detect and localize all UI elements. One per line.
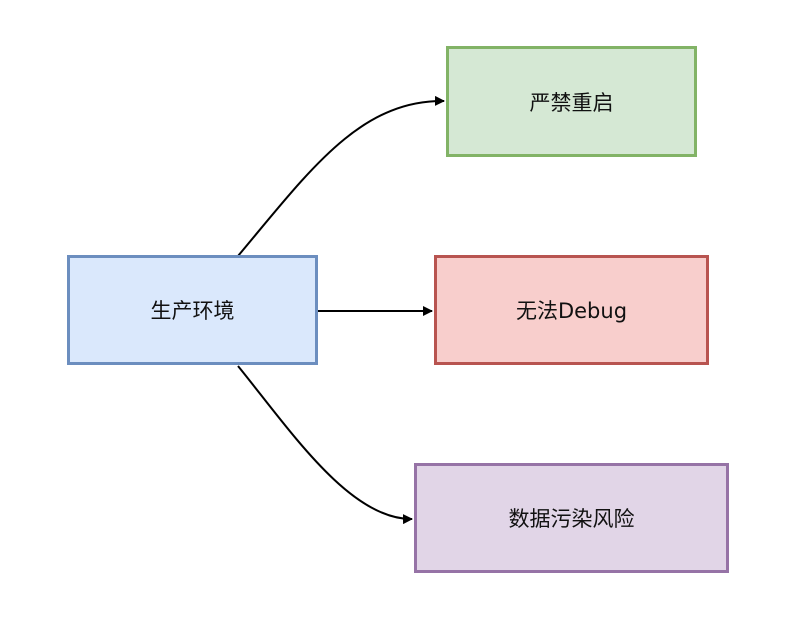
node-no-debug[interactable]: 无法Debug <box>434 255 709 365</box>
node-data-risk[interactable]: 数据污染风险 <box>414 463 729 573</box>
node-label: 生产环境 <box>150 299 235 323</box>
node-label: 严禁重启 <box>529 90 614 115</box>
node-label: 无法Debug <box>515 299 628 323</box>
node-production-env[interactable]: 生产环境 <box>67 255 318 365</box>
edge-to-no-reboot <box>237 95 445 257</box>
node-label: 数据污染风险 <box>508 507 635 531</box>
node-no-reboot[interactable]: 严禁重启 <box>446 46 697 157</box>
edge-to-data-risk <box>237 365 413 525</box>
